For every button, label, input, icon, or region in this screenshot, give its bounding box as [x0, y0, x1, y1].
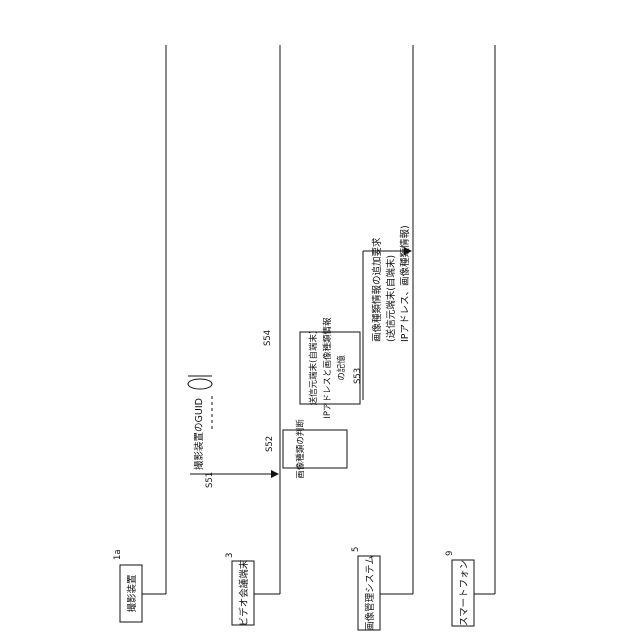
diagram-overlay [0, 0, 640, 640]
